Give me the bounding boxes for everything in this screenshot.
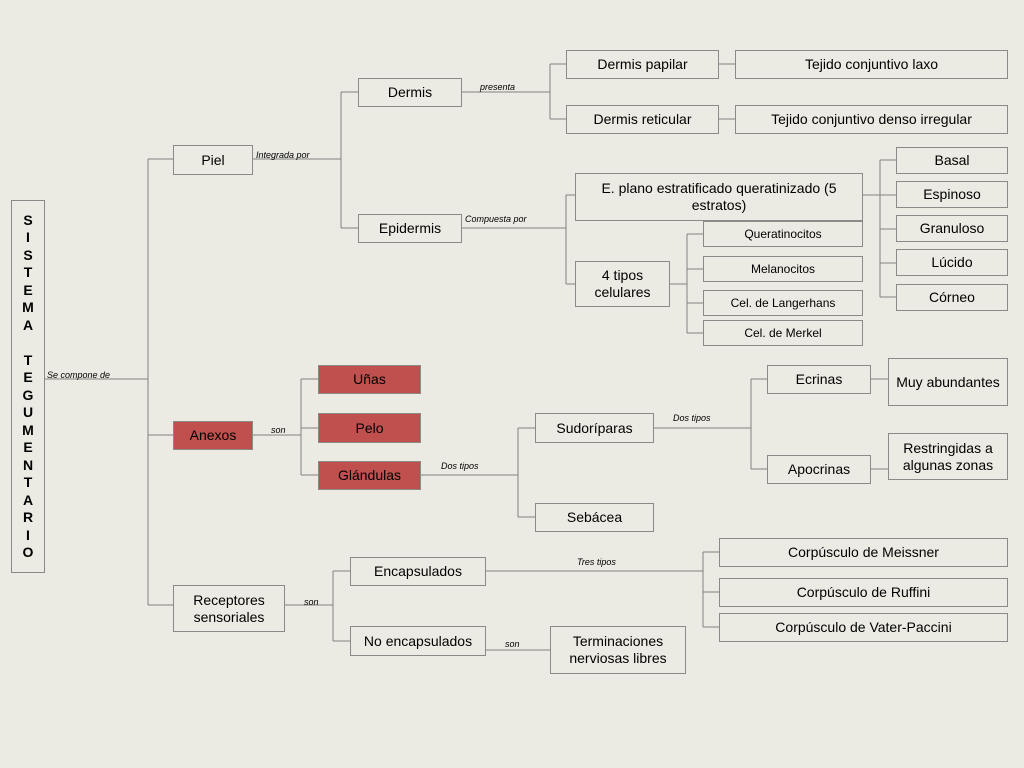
node-langerhans: Cel. de Langerhans [703,290,863,316]
node-sudoriparas: Sudoríparas [535,413,654,443]
label-no-encapsulados-son: son [505,639,520,649]
node-corpusculo-ruffini: Corpúsculo de Ruffini [719,578,1008,607]
node-dermis: Dermis [358,78,462,107]
node-estrato-granuloso: Granuloso [896,215,1008,242]
node-dermis-papilar: Dermis papilar [566,50,719,79]
title-letter: O [22,544,34,560]
node-queratinocitos: Queratinocitos [703,221,863,247]
node-receptores-sensoriales: Receptores sensoriales [173,585,285,632]
title-letter: E [23,439,33,455]
title-letter: U [22,404,34,420]
node-estrato-lucido: Lúcido [896,249,1008,276]
title-letter: I [26,229,30,245]
title-letter: N [22,456,34,473]
node-corpusculo-meissner: Corpúsculo de Meissner [719,538,1008,567]
node-epidermis: Epidermis [358,214,462,243]
title-space [26,334,30,352]
node-piel: Piel [173,145,253,175]
node-glandulas: Glándulas [318,461,421,490]
title-letter: T [23,351,33,368]
title-letter: A [22,491,34,508]
label-sudoriparas-dos-tipos: Dos tipos [673,413,711,423]
node-ecrinas: Ecrinas [767,365,871,394]
label-anexos-son: son [271,425,286,435]
node-anexos: Anexos [173,421,253,450]
node-estrato-corneo: Córneo [896,284,1008,311]
label-presenta: presenta [480,82,516,92]
node-terminaciones-nerviosas: Terminaciones nerviosas libres [550,626,686,674]
label-receptores-son: son [304,597,319,607]
label-glandulas-dos-tipos: Dos tipos [441,461,479,471]
node-no-encapsulados: No encapsulados [350,626,486,656]
node-unas: Uñas [318,365,421,394]
title-letter: T [23,264,33,280]
node-muy-abundantes: Muy abundantes [888,358,1008,406]
title-letter: S [23,211,33,228]
node-encapsulados: Encapsulados [350,557,486,586]
node-dermis-reticular: Dermis reticular [566,105,719,134]
title-letter: A [22,316,34,333]
node-tejido-conjuntivo-denso: Tejido conjuntivo denso irregular [735,105,1008,134]
node-tipos-celulares: 4 tipos celulares [575,261,670,307]
title-letter: T [23,474,33,490]
node-melanocitos: Melanocitos [703,256,863,282]
label-integrada-por: Integrada por [256,150,310,160]
title-letter: E [23,281,33,298]
node-apocrinas: Apocrinas [767,455,871,484]
node-estrato-basal: Basal [896,147,1008,174]
label-tres-tipos: Tres tipos [577,557,616,567]
node-merkel: Cel. de Merkel [703,320,863,346]
node-corpusculo-vater-paccini: Corpúsculo de Vater-Paccini [719,613,1008,642]
node-epitelio-estratificado: E. plano estratificado queratinizado (5 … [575,173,863,221]
title-letter: E [23,369,33,385]
node-pelo: Pelo [318,413,421,443]
title-letter: S [23,246,33,263]
node-restringidas: Restringidas a algunas zonas [888,433,1008,480]
label-compuesta-por: Compuesta por [465,214,527,224]
node-sebacea: Sebácea [535,503,654,532]
label-se-compone-de: Se compone de [47,370,111,380]
title-letter: M [22,421,34,438]
title-letter: I [26,526,30,543]
node-estrato-espinoso: Espinoso [896,181,1008,208]
title-letter: G [22,386,34,403]
title-letter: M [22,299,34,315]
node-tejido-conjuntivo-laxo: Tejido conjuntivo laxo [735,50,1008,79]
title-letter: R [22,509,34,525]
